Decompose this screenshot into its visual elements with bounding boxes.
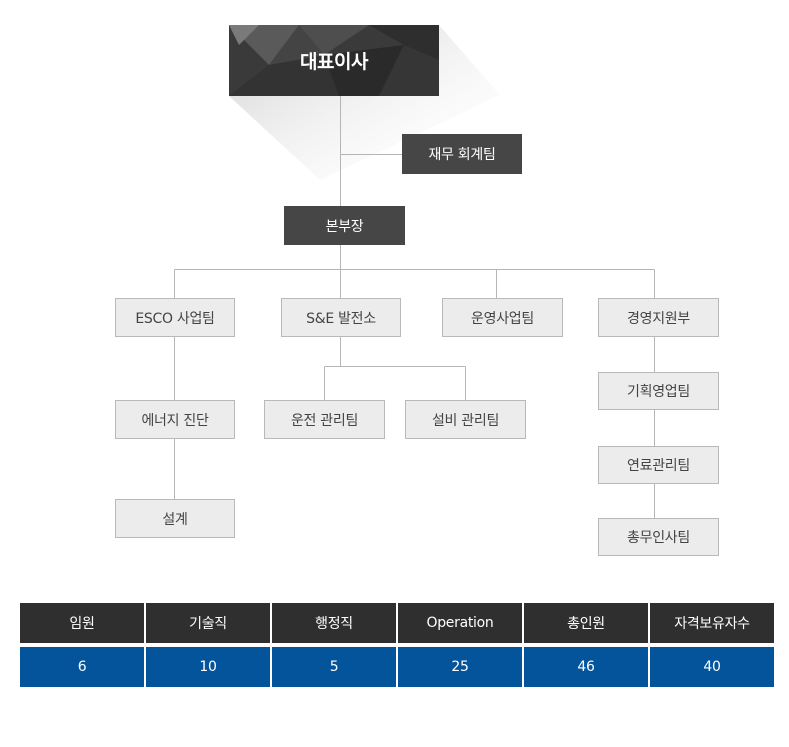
- energy-diagnosis-box: 에너지 진단: [115, 400, 235, 439]
- energy-diagnosis-label: 에너지 진단: [141, 412, 209, 429]
- headquarters-box: 본부장: [284, 206, 405, 245]
- stats-value-cell: 40: [650, 647, 774, 687]
- planning-sales-box: 기획영업팀: [598, 372, 719, 410]
- esco-team-box: ESCO 사업팀: [115, 298, 235, 337]
- operations-team-box: 운영사업팀: [442, 298, 563, 337]
- stats-value-cell: 5: [272, 647, 396, 687]
- general-hr-label: 총무인사팀: [627, 530, 690, 546]
- stats-header-row: 임원 기술직 행정직 Operation 총인원 자격보유자수: [20, 603, 774, 643]
- esco-team-label: ESCO 사업팀: [135, 310, 215, 327]
- fuel-management-label: 연료관리팀: [627, 458, 690, 474]
- stats-header-cell: 행정직: [272, 603, 396, 643]
- finance-team-box: 재무 회계팀: [402, 134, 522, 174]
- stats-value-cell: 6: [20, 647, 144, 687]
- fuel-management-box: 연료관리팀: [598, 446, 719, 484]
- design-label: 설계: [162, 511, 188, 528]
- facility-management-label: 설비 관리팀: [431, 412, 500, 429]
- se-plant-box: S&E 발전소: [281, 298, 401, 337]
- headquarters-label: 본부장: [325, 218, 364, 235]
- operations-team-label: 운영사업팀: [471, 310, 534, 327]
- management-dept-label: 경영지원부: [627, 310, 690, 327]
- run-management-label: 운전 관리팀: [290, 412, 359, 429]
- stats-header-cell: 자격보유자수: [650, 603, 774, 643]
- general-hr-box: 총무인사팀: [598, 518, 719, 556]
- stats-header-cell: 임원: [20, 603, 144, 643]
- se-plant-label: S&E 발전소: [306, 310, 376, 327]
- ceo-faceted-background: [229, 25, 439, 96]
- run-management-box: 운전 관리팀: [264, 400, 385, 439]
- ceo-label: 대표이사: [300, 51, 368, 73]
- stats-header-cell: 기술직: [146, 603, 270, 643]
- stats-value-cell: 25: [398, 647, 522, 687]
- planning-sales-label: 기획영업팀: [627, 384, 690, 400]
- stats-value-cell: 46: [524, 647, 648, 687]
- stats-header-cell: 총인원: [524, 603, 648, 643]
- design-box: 설계: [115, 499, 235, 538]
- stats-value-row: 6 10 5 25 46 40: [20, 647, 774, 687]
- stats-value-cell: 10: [146, 647, 270, 687]
- management-dept-box: 경영지원부: [598, 298, 719, 337]
- facility-management-box: 설비 관리팀: [405, 400, 526, 439]
- finance-team-label: 재무 회계팀: [428, 147, 496, 163]
- ceo-box: 대표이사: [229, 25, 439, 96]
- staff-stats-table: 임원 기술직 행정직 Operation 총인원 자격보유자수 6 10 5 2…: [18, 603, 776, 687]
- stats-header-cell: Operation: [398, 603, 522, 643]
